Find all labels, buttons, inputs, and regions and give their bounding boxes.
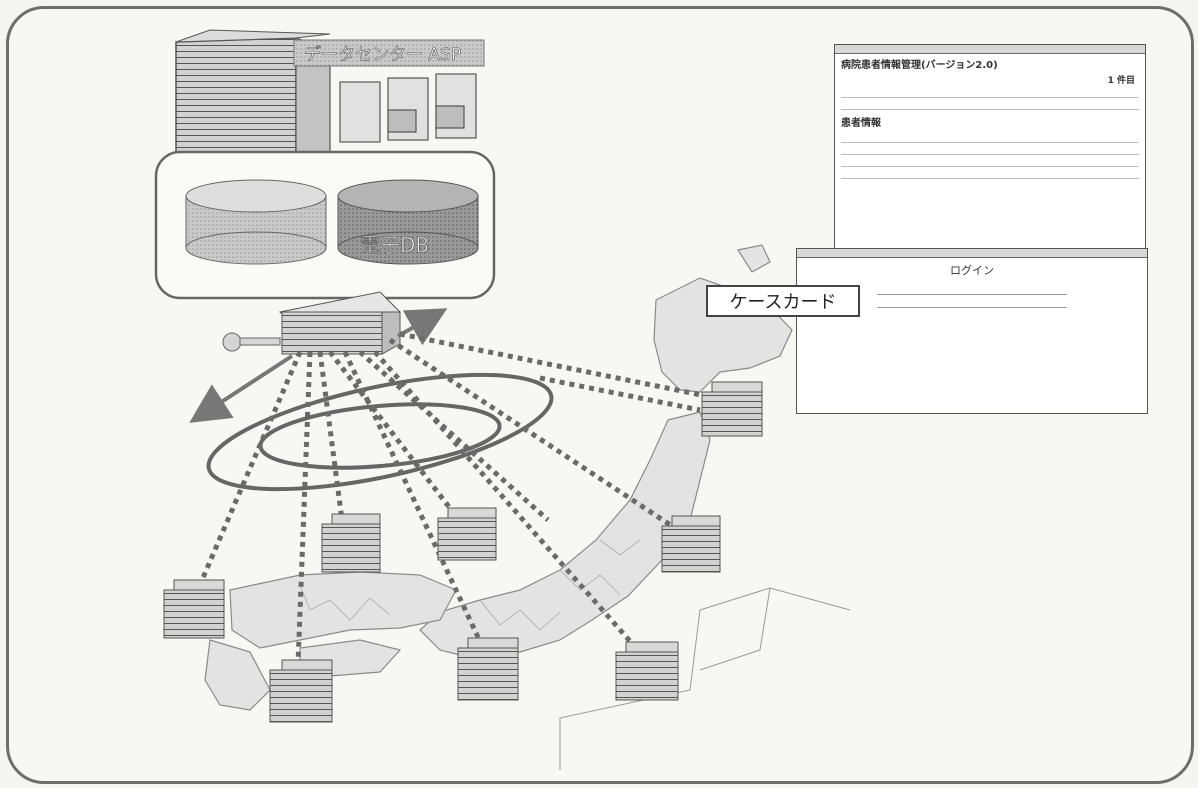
back-screen-mockup: 病院患者情報管理(バージョン2.0) 1 件目 患者情報	[834, 44, 1146, 272]
datacenter-label-plate: データセンター ASP	[294, 40, 484, 66]
login-field-user[interactable]	[877, 288, 1067, 295]
login-title: ログイン	[797, 258, 1147, 282]
login-screen-mockup: ログイン	[796, 248, 1148, 414]
back-screen-header	[835, 45, 1145, 54]
hospital-building	[616, 642, 678, 700]
server-racks	[340, 74, 476, 142]
back-screen-section: 患者情報	[835, 112, 1145, 131]
case-card-label: ケースカード	[706, 285, 860, 317]
key-icon	[223, 333, 280, 351]
back-screen-title: 病院患者情報管理(バージョン2.0)	[835, 54, 1145, 73]
hospital-building	[438, 508, 496, 560]
db-label: 電子DB	[360, 233, 429, 257]
login-screen-header	[797, 249, 1147, 258]
hospital-building	[270, 660, 332, 722]
datacenter-label: データセンター ASP	[304, 44, 461, 65]
row	[841, 157, 1139, 167]
hospital-building	[164, 580, 224, 638]
firewall-icon	[280, 292, 400, 354]
database-cylinder-2: 電子DB	[338, 180, 478, 264]
row	[841, 88, 1139, 98]
login-field-password[interactable]	[877, 301, 1067, 308]
hospital-building	[322, 514, 380, 572]
row	[841, 145, 1139, 155]
back-screen-count: 1 件目	[835, 73, 1145, 86]
network-ring	[199, 352, 560, 513]
hospital-building	[702, 382, 762, 436]
sea-lines	[560, 588, 850, 770]
row	[841, 100, 1139, 110]
row	[841, 133, 1139, 143]
row	[841, 169, 1139, 179]
database-cylinder-1	[186, 180, 326, 264]
